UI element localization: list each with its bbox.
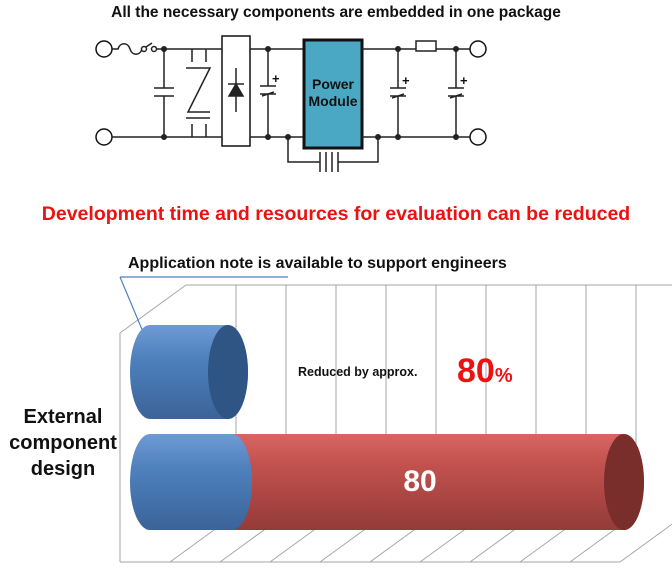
- common-mode-choke: [186, 49, 212, 137]
- output-electrolytic-capacitor-1: [390, 49, 406, 137]
- reduction-value: 80: [457, 352, 495, 390]
- chart-wall-edge: [119, 284, 187, 334]
- rectifier-bridge: [221, 35, 251, 147]
- reduction-percentage: 80%: [457, 352, 513, 391]
- output-electrolytic-capacitor-2: [448, 49, 464, 137]
- category-label: External component design: [9, 406, 117, 480]
- power-module: [302, 38, 364, 150]
- bar-segment-red: [212, 434, 644, 530]
- power-module-label-line1: Power: [312, 76, 355, 92]
- x-capacitor: [154, 49, 174, 137]
- application-note-callout: Application note is available to support…: [128, 255, 507, 272]
- polarity-mark-input: +: [272, 71, 280, 86]
- bar-data-label: 80: [403, 465, 437, 498]
- reduction-text: Reduced by approx.: [298, 365, 418, 379]
- circuit-diagram: + + + Power Module: [95, 35, 487, 172]
- bar-reduced: [130, 325, 248, 419]
- bar-segment-blue: [130, 434, 252, 530]
- output-filter-inductor: [415, 40, 437, 52]
- gridline: [619, 523, 672, 563]
- headline: Development time and resources for evalu…: [41, 203, 631, 225]
- polarity-mark-out2: +: [460, 73, 468, 88]
- top-title: All the necessary components are embedde…: [111, 4, 561, 21]
- fuse-symbol: [112, 43, 143, 55]
- input-electrolytic-capacitor: [260, 49, 276, 137]
- reduction-unit: %: [494, 365, 513, 387]
- polarity-mark-out1: +: [402, 73, 410, 88]
- power-module-label-line2: Module: [309, 93, 358, 109]
